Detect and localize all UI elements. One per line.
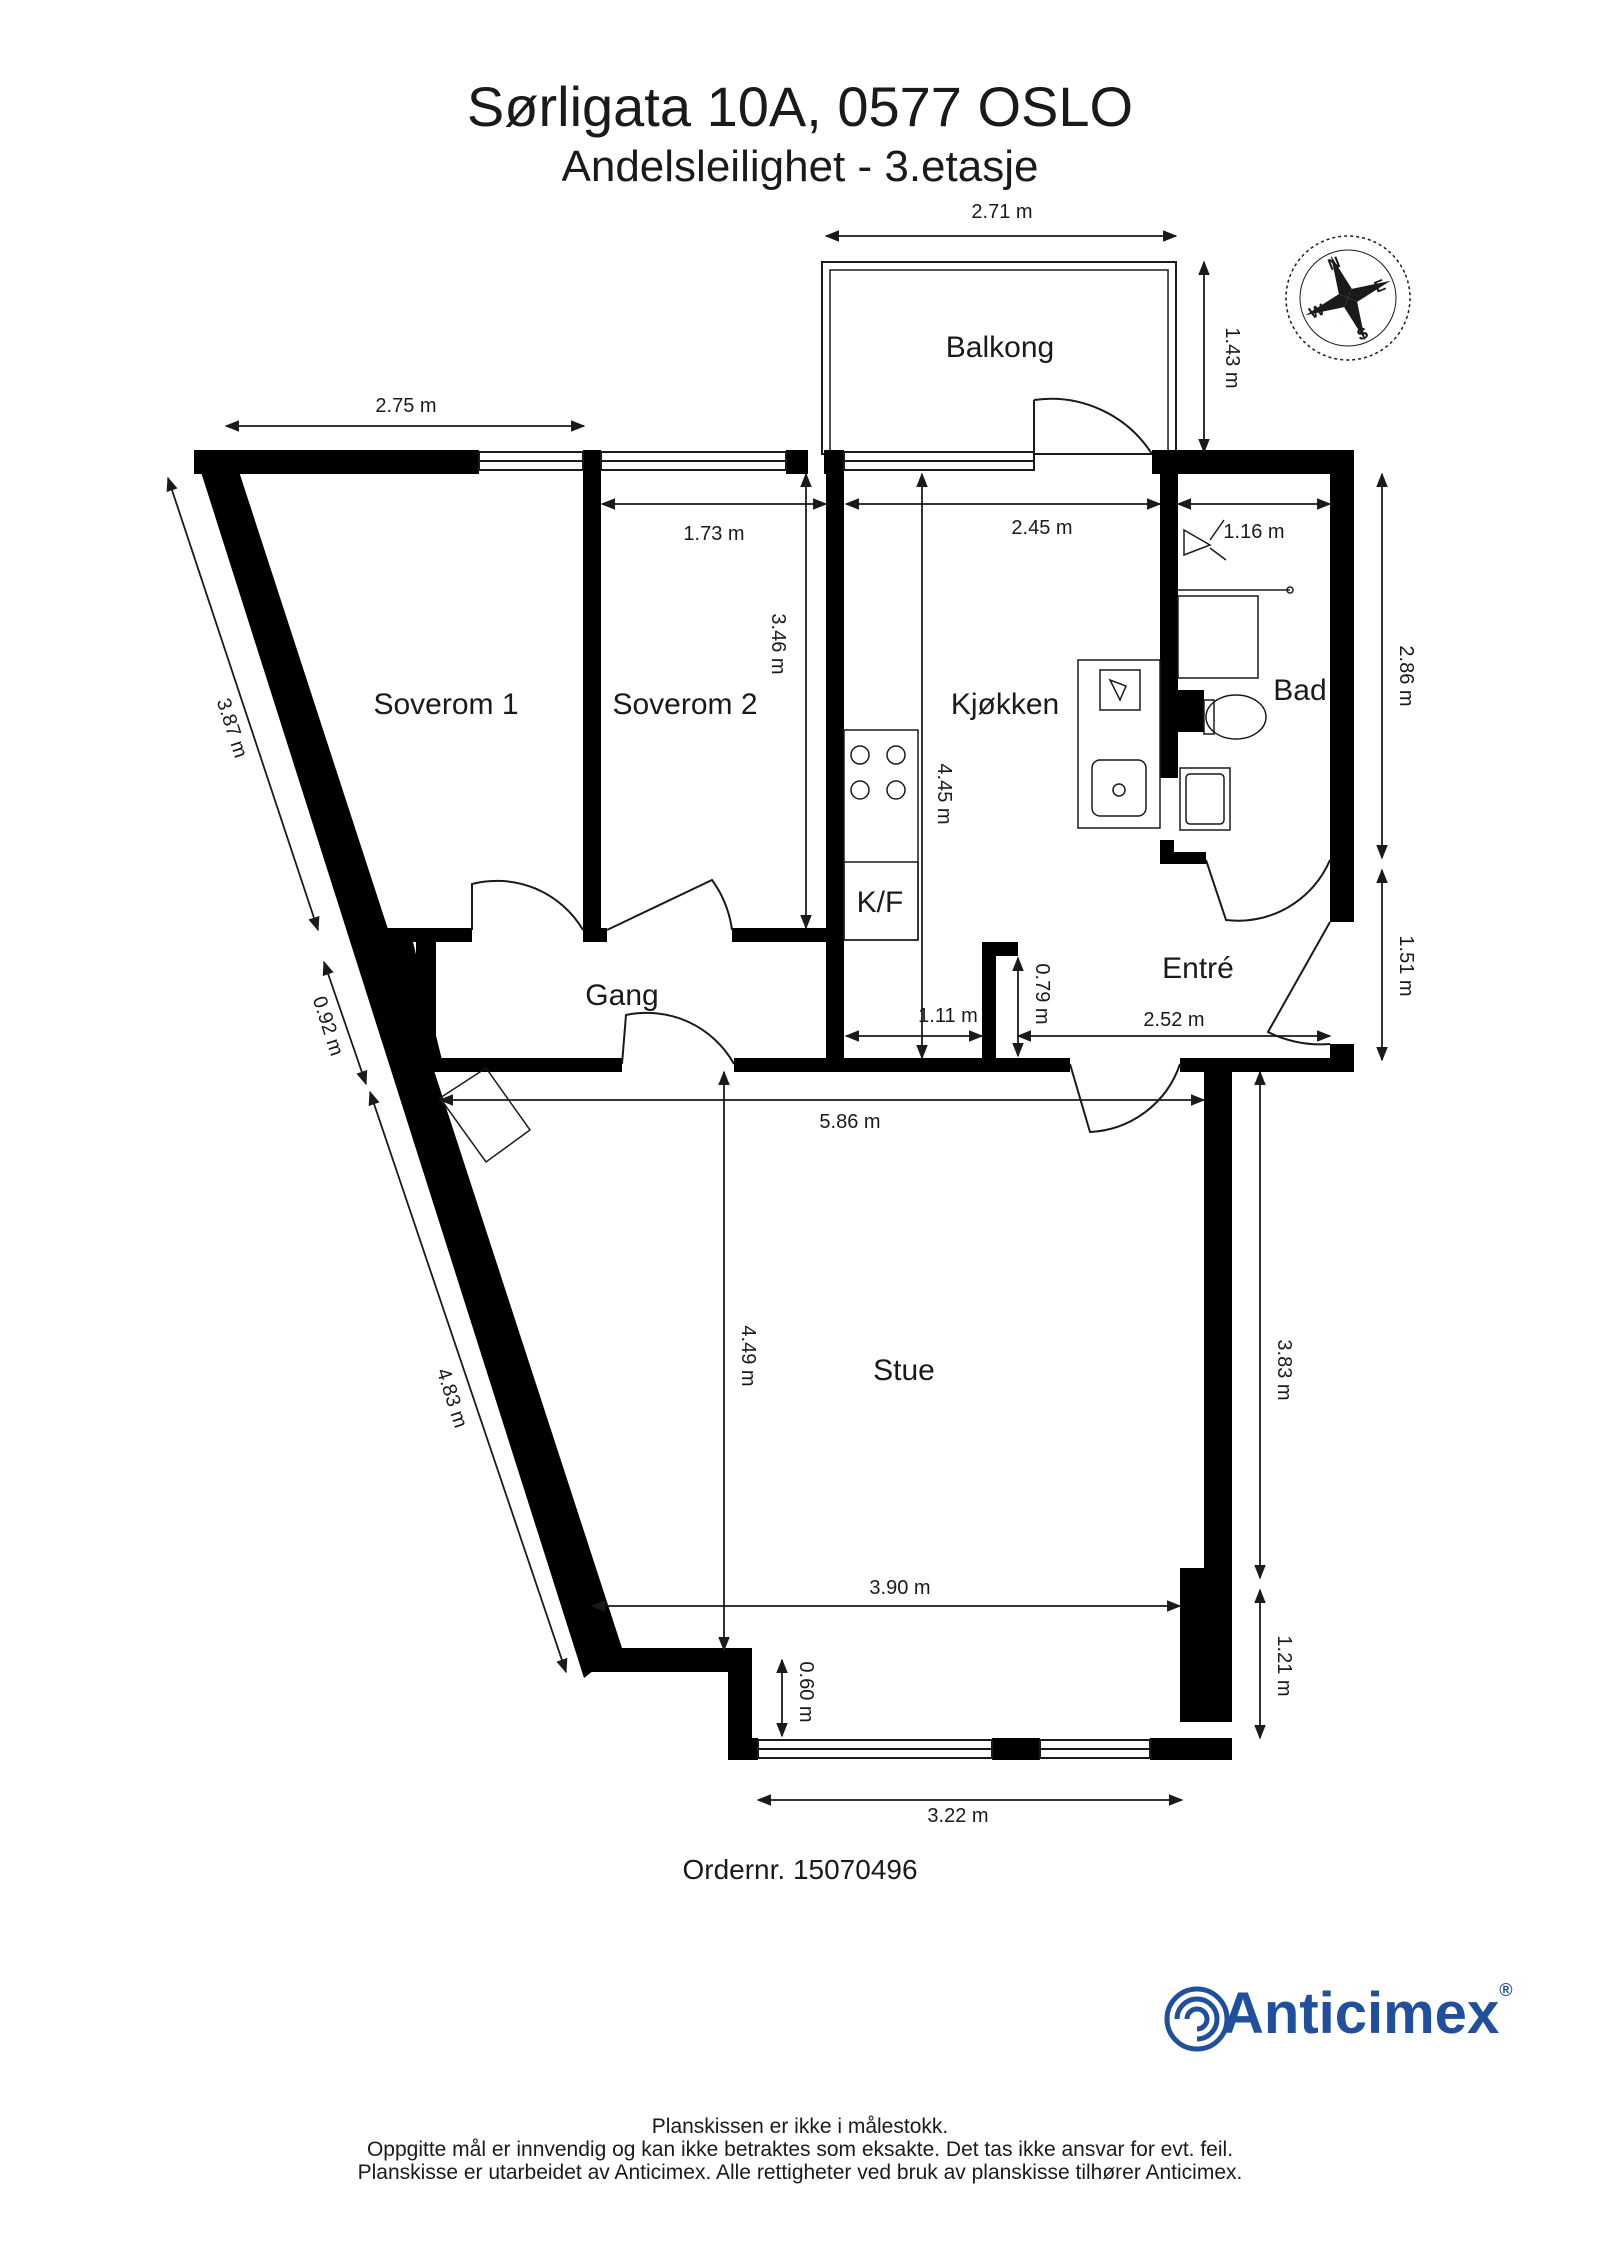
compass-w: W [1307, 301, 1328, 323]
footer-line-1: Planskissen er ikke i målestokk. [651, 2115, 949, 2138]
footer-line-3: Planskisse er utarbeidet av Anticimex. A… [357, 2161, 1243, 2184]
bath-sink-icon [1179, 767, 1231, 831]
room-label-kf: K/F [857, 886, 904, 919]
room-label-stue: Stue [873, 1354, 935, 1387]
dim-left-mid: 0.92 m [308, 994, 348, 1059]
dim-stue-right-upper: 3.83 m [1273, 1339, 1295, 1400]
toilet-icon [1205, 694, 1267, 740]
dim-soverom2-depth: 3.46 m [767, 613, 789, 674]
sink-icon [1091, 759, 1147, 817]
room-label-gang: Gang [585, 979, 658, 1012]
room-label-kjokken: Kjøkken [951, 688, 1059, 721]
dim-entre-depth: 1.51 m [1395, 935, 1417, 996]
dim-entre-step: 0.79 m [1031, 963, 1053, 1024]
room-label-soverom1: Soverom 1 [373, 688, 518, 721]
compass-e: E [1372, 277, 1389, 297]
dim-stue-width-top: 5.86 m [819, 1111, 880, 1133]
windows [478, 451, 1151, 1759]
bath-wall-block [1160, 690, 1204, 732]
dim-niche-depth: 0.60 m [795, 1661, 817, 1722]
footer-line-2: Oppgitte mål er innvendig og kan ikke be… [366, 2138, 1234, 2161]
fixtures [438, 519, 1294, 1164]
dim-stue-width-lower: 3.90 m [869, 1577, 930, 1599]
room-label-balkong: Balkong [946, 331, 1054, 364]
room-label-soverom2: Soverom 2 [612, 688, 757, 721]
dim-soverom1-width: 2.75 m [375, 395, 436, 417]
dim-bad-depth: 2.86 m [1395, 645, 1417, 706]
address-title: Sørligata 10A, 0577 OSLO [466, 75, 1134, 138]
dim-kjokken-width: 2.45 m [1011, 517, 1072, 539]
dim-entre-width: 2.52 m [1143, 1009, 1204, 1031]
order-number: Ordernr. 15070496 [682, 1854, 918, 1885]
compass-icon: N E S W [1285, 235, 1411, 361]
dimension-lines [166, 230, 1388, 1806]
dim-niche-width: 3.22 m [927, 1805, 988, 1827]
floor-subtitle: Andelsleilighet - 3.etasje [561, 142, 1039, 191]
dim-balkong-width: 2.71 m [971, 201, 1032, 223]
dim-kf-width: 1.11 m [918, 1005, 978, 1027]
room-label-bad: Bad [1273, 674, 1326, 707]
washer-icon [1099, 669, 1141, 711]
dim-soverom2-width: 1.73 m [683, 523, 744, 545]
dim-left-upper: 3.87 m [212, 696, 252, 761]
vent-icon [1183, 528, 1212, 557]
anticimex-logo [1164, 1986, 1230, 2052]
stove-icon [850, 745, 870, 765]
shower-icon [1177, 595, 1259, 679]
dim-bad-width: 1.16 m [1223, 521, 1284, 543]
brand-name: Anticimex® [1222, 1980, 1513, 2046]
dim-stue-depth: 4.49 m [737, 1325, 759, 1386]
dim-balkong-depth: 1.43 m [1221, 327, 1243, 388]
dim-kjokken-depth: 4.45 m [933, 763, 955, 824]
dim-stue-right-lower: 1.21 m [1273, 1635, 1295, 1696]
room-label-entre: Entré [1162, 952, 1234, 985]
